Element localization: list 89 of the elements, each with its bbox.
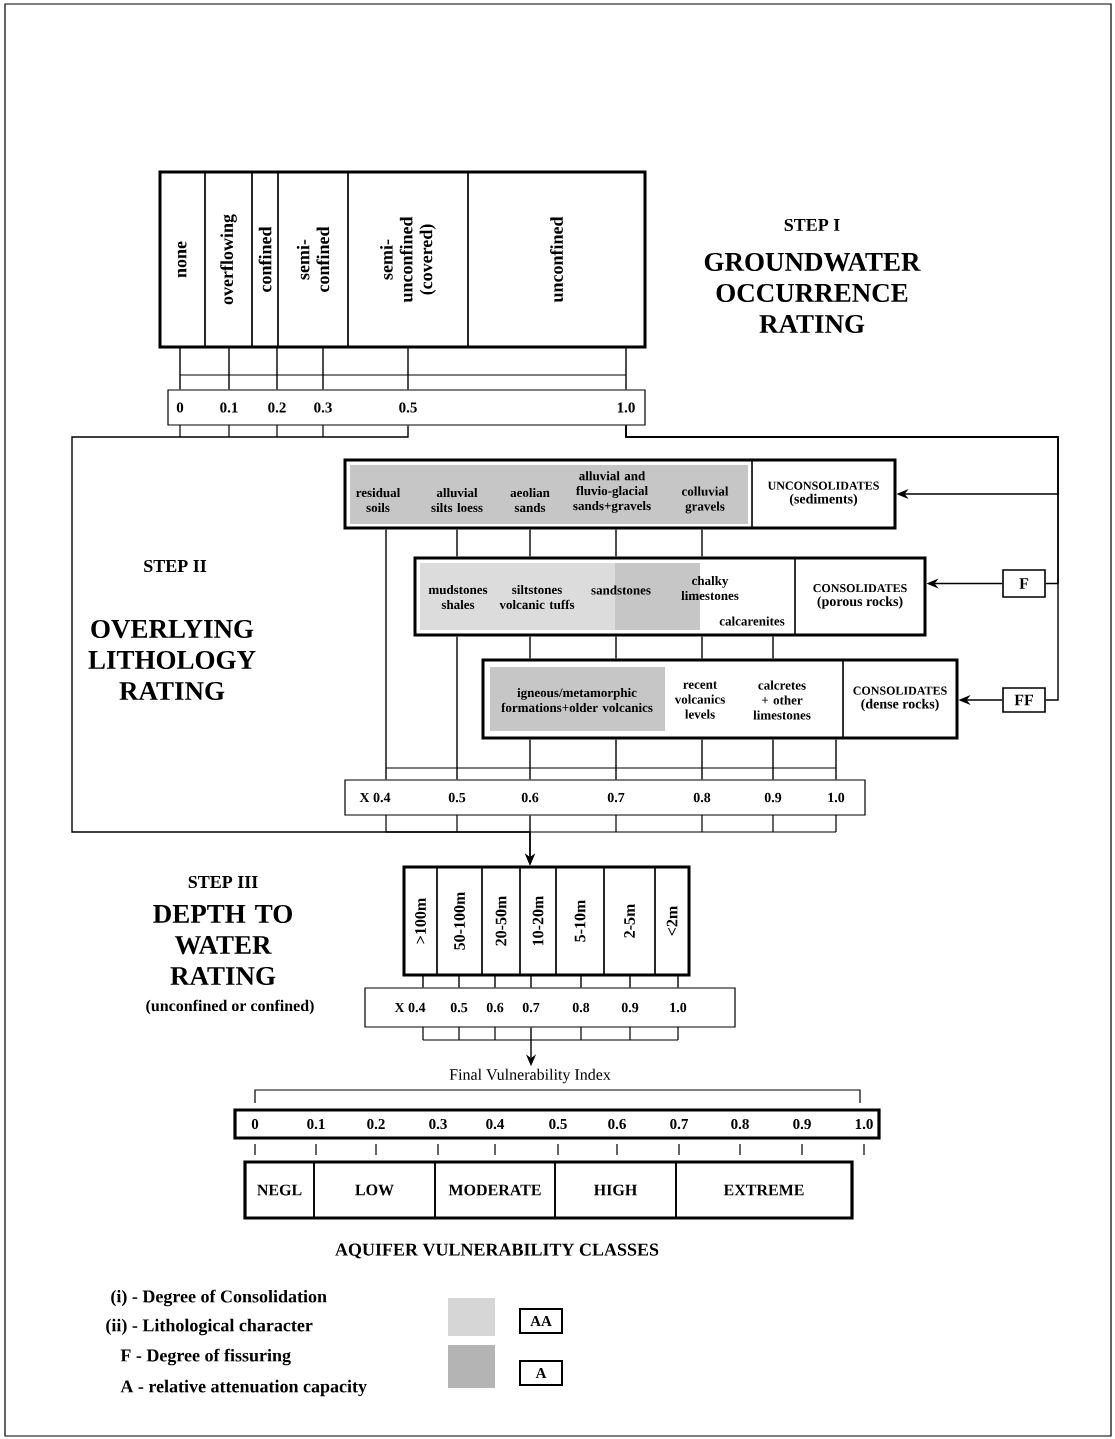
- connector-line: [407, 346, 409, 391]
- connector-line: [701, 635, 703, 660]
- legend-text: A - relative attenuation capacity: [120, 1379, 367, 1397]
- connector-line: [529, 528, 531, 558]
- connector-line: [529, 738, 531, 781]
- connector-line: [456, 528, 458, 558]
- subtitle: (unconfined or confined): [146, 999, 314, 1015]
- legend-key: A: [519, 1360, 563, 1386]
- column-cell: 2-5m: [603, 866, 656, 976]
- connector-line: [276, 346, 278, 391]
- connector-line: [772, 738, 774, 781]
- connector-line: [322, 346, 324, 391]
- rock-type-label: aeolian sands: [510, 488, 550, 513]
- connector-line: [422, 974, 424, 989]
- class-cell: MODERATE: [434, 1161, 556, 1219]
- rock-type-label: siltstones volcanic tuffs: [499, 584, 575, 610]
- class-cell: HIGH: [554, 1161, 677, 1219]
- legend-key: AA: [519, 1308, 563, 1334]
- rock-type-label: calcretes + other limestones: [753, 680, 811, 720]
- step-heading: STEP III: [188, 875, 258, 889]
- rock-type-label: recent volcanics levels: [674, 681, 725, 719]
- step-heading: STEP I: [784, 218, 840, 232]
- rating-table: [158, 170, 647, 349]
- connector-line: [677, 974, 679, 989]
- connector-line: [458, 974, 460, 989]
- category-cell: CONSOLIDATES (dense rocks): [842, 659, 958, 739]
- connector-line: [615, 635, 617, 660]
- scale-heading: Final Vulnerability Index: [449, 1068, 611, 1084]
- connector-line: [580, 974, 582, 989]
- column-cell: 10-20m: [519, 866, 557, 976]
- connector-line: [385, 528, 387, 781]
- connector-line: [701, 528, 703, 558]
- column-cell: semi-confined: [277, 171, 349, 348]
- rating-scale: 0 0.1 0.2 0.3 0.5 1.0: [167, 389, 646, 426]
- connector-line: [625, 424, 1059, 701]
- rock-type-label: alluvial and fluvio-glacial sands+gravels: [573, 471, 651, 513]
- category-cell: UNCONSOLIDATES (sediments): [751, 459, 896, 529]
- connector-line: [530, 974, 532, 989]
- legend-text: (ii) - Lithological character: [106, 1318, 313, 1336]
- rating-scale: X 0.4 0.5 0.6 0.7 0.8 0.9 1.0: [344, 779, 866, 816]
- rock-type-label: calcarenites: [719, 616, 785, 626]
- key-box: F: [1002, 569, 1046, 598]
- class-cell: LOW: [313, 1161, 436, 1219]
- connector-line: [835, 738, 837, 781]
- class-cell: NEGL: [244, 1161, 315, 1219]
- lithology-row: [413, 556, 927, 637]
- column-cell: <2m: [654, 866, 690, 976]
- step-heading: STEP II: [144, 559, 207, 573]
- column-cell: none: [159, 171, 206, 348]
- table-heading: AQUIFER VULNERABILITY CLASSES: [335, 1243, 659, 1259]
- lithology-row: [481, 658, 959, 740]
- connector-line: [456, 635, 458, 781]
- column-cell: 50-100m: [436, 866, 483, 976]
- column-cell: 5-10m: [555, 866, 605, 976]
- column-cell: >100m: [403, 866, 438, 976]
- legend-text: F - Degree of fissuring: [120, 1348, 291, 1366]
- rock-type-label: colluvial gravels: [681, 486, 729, 514]
- rock-type-label: chalky limestones: [681, 576, 739, 601]
- connector-line: [701, 738, 703, 781]
- rating-scale: 0 0.1 0.2 0.3 0.4 0.5 0.6 0.7 0.8 0.9 1.0: [233, 1108, 881, 1140]
- lithology-row: [343, 458, 897, 530]
- connector-line: [615, 528, 617, 558]
- rock-type-label: mudstones shales: [428, 585, 488, 610]
- column-cell: semi-unconfined (covered): [347, 171, 469, 348]
- column-cell: 20-50m: [481, 866, 521, 976]
- class-cell: EXTREME: [675, 1161, 853, 1219]
- category-cell: CONSOLIDATES (porous rocks): [794, 557, 926, 636]
- connector-line: [629, 974, 631, 989]
- rating-scale: X 0.4 0.5 0.6 0.7 0.8 0.9 1.0: [364, 987, 736, 1028]
- connector-line: [494, 974, 496, 989]
- column-cell: confined: [251, 171, 279, 348]
- column-cell: unconfined: [467, 171, 646, 348]
- connector-line: [529, 635, 531, 660]
- column-cell: overflowing: [204, 171, 253, 348]
- connector-line: [772, 635, 774, 660]
- rock-type-label: residual soils: [356, 488, 401, 513]
- key-box: FF: [1002, 687, 1046, 713]
- step-title: GROUNDWATER OCCURRENCE RATING: [704, 252, 921, 334]
- rating-table: [402, 865, 691, 977]
- connector-line: [615, 738, 617, 781]
- legend-text: (i) - Degree of Consolidation: [111, 1289, 327, 1307]
- connector-line: [179, 346, 181, 391]
- step-title: DEPTH TO WATER RATING: [153, 904, 292, 986]
- rock-type-label: sandstones: [591, 585, 651, 595]
- rock-type-label: alluvial silts loess: [431, 488, 483, 513]
- rock-type-label: igneous/metamorphic formations+older volcanics: [501, 688, 653, 713]
- connector-line: [625, 346, 627, 391]
- connector-line: [228, 346, 230, 391]
- step-title: OVERLYING LITHOLOGY RATING: [88, 619, 256, 701]
